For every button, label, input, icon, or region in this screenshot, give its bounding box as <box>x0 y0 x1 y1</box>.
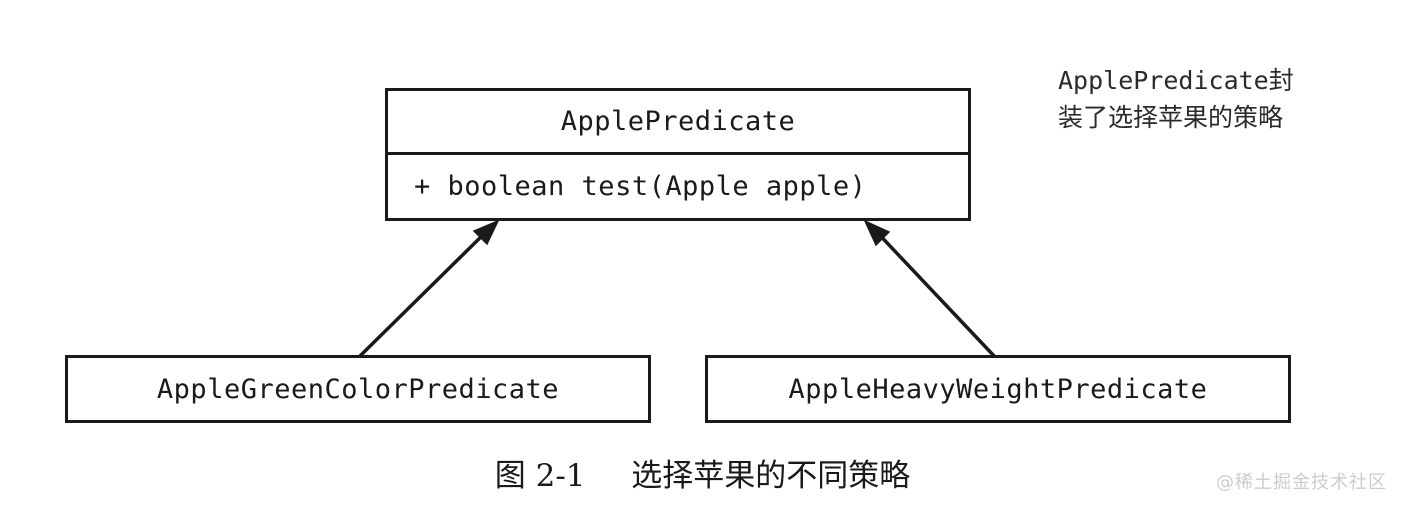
uml-operation-test: + boolean test(Apple apple) <box>414 171 867 202</box>
uml-subclass-name-right: AppleHeavyWeightPredicate <box>788 373 1208 405</box>
generalization-arrow-left <box>357 219 500 359</box>
uml-class-applegreencolorpredicate: AppleGreenColorPredicate <box>65 355 651 423</box>
uml-operations-compartment: + boolean test(Apple apple) <box>388 155 968 218</box>
uml-subclass-name-left: AppleGreenColorPredicate <box>156 373 560 405</box>
annotation-line-2: 装了选择苹果的策略 <box>1058 103 1284 132</box>
watermark: @稀土掘金技术社区 <box>1216 472 1387 493</box>
uml-class-name: ApplePredicate <box>560 106 796 137</box>
figure-caption: 图 2-1 选择苹果的不同策略 <box>0 450 1405 495</box>
generalization-arrow-right <box>863 219 997 359</box>
uml-class-name-compartment: ApplePredicate <box>388 91 968 155</box>
figure-caption-title: 选择苹果的不同策略 <box>631 458 911 494</box>
figure-caption-label: 图 2-1 <box>494 458 586 494</box>
uml-class-appleheavyweightpredicate: AppleHeavyWeightPredicate <box>705 355 1291 423</box>
uml-class-applepredicate: ApplePredicate + boolean test(Apple appl… <box>385 88 971 221</box>
annotation-line-1: ApplePredicate封 <box>1058 66 1294 95</box>
annotation-note: ApplePredicate封 装了选择苹果的策略 <box>1058 62 1388 136</box>
